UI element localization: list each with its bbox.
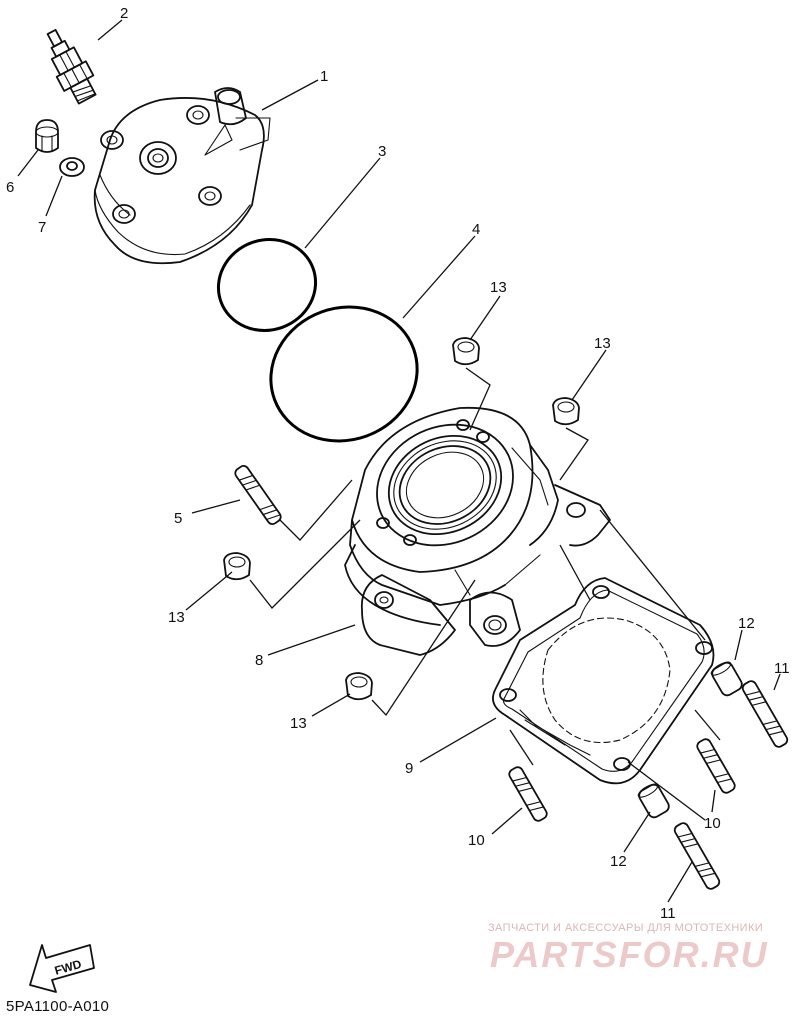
o-ring-large	[269, 305, 419, 443]
callout-12-right: 12	[738, 615, 755, 632]
cap-nut	[35, 119, 59, 153]
callout-13-top: 13	[490, 279, 507, 296]
watermark-logo: PARTSFOR.RU	[490, 934, 769, 975]
nut	[452, 337, 480, 366]
callout-7: 7	[38, 219, 46, 236]
callout-13-bottom: 13	[290, 715, 307, 732]
forward-arrow-icon: FWD	[29, 944, 95, 993]
stud-bolt	[673, 822, 721, 890]
callout-3: 3	[378, 143, 386, 160]
washer	[59, 157, 85, 177]
callout-labels: 1 2 3 4 5 6 7 8 9 10 10 11 11 12 12 13 1…	[6, 5, 790, 922]
stud-bolt	[508, 766, 548, 822]
watermark-tagline: ЗАПЧАСТИ И АКСЕССУАРЫ ДЛЯ МОТОТЕХНИКИ	[488, 922, 764, 934]
o-ring-small	[216, 238, 318, 332]
callout-11-right: 11	[774, 660, 790, 677]
callout-2: 2	[120, 5, 128, 22]
callout-12-bottom: 12	[610, 853, 627, 870]
callout-9: 9	[405, 760, 413, 777]
nut	[223, 552, 251, 581]
callout-13-left: 13	[168, 609, 185, 626]
callout-6: 6	[6, 179, 14, 196]
dowel-pin	[710, 661, 743, 697]
callout-5: 5	[174, 510, 182, 527]
dowel-pin	[637, 783, 670, 819]
assembly-guide-lines	[249, 367, 721, 821]
callout-4: 4	[472, 221, 480, 238]
callout-10-right: 10	[704, 815, 721, 832]
callout-10-left: 10	[468, 832, 485, 849]
callout-11-bottom: 11	[660, 905, 676, 922]
base-gasket	[492, 577, 715, 785]
callout-8: 8	[255, 652, 263, 669]
cylinder	[344, 406, 611, 656]
diagram-code: 5PA1100-A010	[6, 998, 110, 1015]
spark-plug	[46, 28, 97, 105]
stud-bolt	[741, 680, 789, 748]
cylinder-head	[93, 87, 271, 265]
callout-1: 1	[320, 68, 328, 85]
callout-13-right: 13	[594, 335, 611, 352]
nut	[552, 397, 580, 426]
nut	[345, 672, 373, 701]
stud-bolt	[696, 738, 736, 794]
stud-bolt	[234, 465, 282, 525]
callout-leaders	[17, 19, 781, 903]
